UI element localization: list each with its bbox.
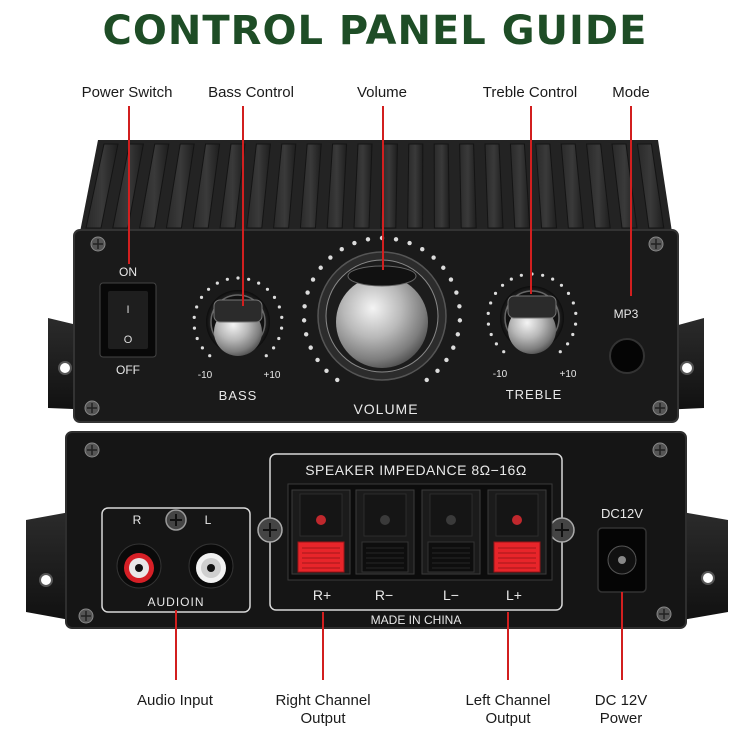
callout-audio-input: Audio Input	[137, 692, 213, 709]
callout-right-channel-output: Right Channel Output	[275, 692, 371, 727]
volume-scale-dots	[301, 235, 463, 383]
volume-label: VOLUME	[353, 401, 418, 417]
terminal-r-minus-label: R−	[375, 587, 393, 603]
callout-power-switch: Power Switch	[81, 84, 173, 101]
power-switch[interactable]: I O	[99, 282, 157, 358]
terminal-l-plus-label: L+	[506, 587, 522, 603]
callout-dc-power: DC 12V Power	[594, 692, 648, 727]
on-label: ON	[119, 265, 137, 279]
terminal-screw-left	[257, 517, 283, 543]
front-screws	[84, 236, 668, 416]
off-label: OFF	[116, 363, 140, 377]
volume-knob[interactable]	[317, 251, 447, 381]
treble-min: -10	[493, 369, 508, 380]
callout-mode: Mode	[612, 84, 650, 101]
mode-button[interactable]	[609, 338, 645, 374]
terminal-l-minus-label: L−	[443, 587, 459, 603]
callout-line-volume	[382, 106, 384, 270]
callout-line-right-channel	[322, 612, 324, 680]
callout-line-left-channel	[507, 612, 509, 680]
dc-jack[interactable]	[597, 527, 647, 593]
page-title: CONTROL PANEL GUIDE	[102, 8, 648, 54]
treble-scale-dots	[486, 272, 578, 354]
bass-scale-dots	[192, 276, 284, 358]
speaker-terminals	[291, 489, 547, 575]
callout-line-power	[128, 106, 130, 264]
callout-line-audio-input	[175, 610, 177, 680]
bass-knob[interactable]	[206, 290, 270, 356]
bass-min: -10	[198, 370, 213, 381]
callout-treble-control: Treble Control	[482, 84, 578, 101]
callout-line-treble	[530, 106, 532, 294]
bass-label: BASS	[219, 388, 258, 403]
bracket-right-bottom	[682, 512, 728, 620]
callout-line-bass	[242, 106, 244, 306]
rca-jack-left[interactable]	[188, 543, 234, 589]
treble-label: TREBLE	[506, 387, 563, 402]
rca-screw	[165, 509, 187, 531]
impedance-label: SPEAKER IMPEDANCE 8Ω−16Ω	[305, 462, 527, 478]
bracket-left-bottom	[26, 512, 70, 620]
dc-label: DC12V	[601, 506, 643, 521]
mode-label: MP3	[614, 307, 639, 321]
callout-line-dc	[621, 592, 623, 680]
bass-max: +10	[264, 370, 281, 381]
callout-volume: Volume	[356, 84, 408, 101]
switch-off-mark: O	[124, 334, 133, 346]
callout-line-mode	[630, 106, 632, 296]
treble-knob[interactable]	[500, 286, 564, 354]
made-in-label: MADE IN CHINA	[371, 613, 462, 627]
callout-bass-control: Bass Control	[208, 84, 294, 101]
treble-max: +10	[560, 369, 577, 380]
rear-screws	[78, 442, 672, 624]
audio-in-label: AUDIOIN	[147, 595, 204, 609]
terminal-screw-right	[549, 517, 575, 543]
callout-left-channel-output: Left Channel Output	[465, 692, 551, 727]
rca-r-label: R	[133, 513, 142, 527]
rca-jack-right[interactable]	[116, 543, 162, 589]
switch-on-mark: I	[126, 304, 129, 316]
rca-l-label: L	[205, 513, 212, 527]
terminal-r-plus-label: R+	[313, 587, 331, 603]
